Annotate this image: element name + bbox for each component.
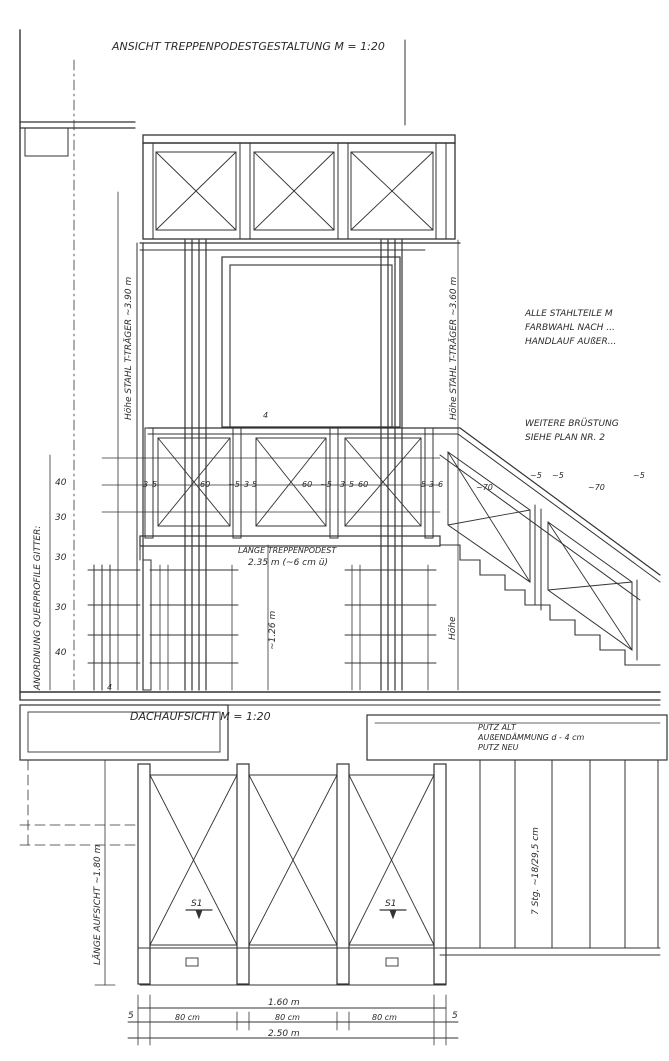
rail-dim-10: 5 [349,480,354,489]
spacing-value-4: 30 [55,603,67,613]
note-steel-2: FARBWAHL NACH ... [525,323,615,333]
staircase [434,427,661,666]
spacing-value-1: 40 [55,478,67,488]
stair-dim-3: ~70 [588,483,605,492]
bottom-dim-lines [127,994,459,1046]
label-length-top: LÄNGE AUFSICHT ~1.80 m [92,844,103,965]
t-beam-right [380,239,403,691]
plan-bay-3 [348,774,435,946]
landing-panel-3 [344,437,422,527]
dim-bay-1: 80 cm [175,1013,200,1022]
rail-dim-11: 60 [358,480,368,489]
landing-length-value: 2.35 m (~6 cm ü) [248,558,328,568]
dim-bay-2: 80 cm [275,1013,300,1022]
rail-dim-1: 3 [143,480,148,489]
rail-dim-9: 3 [340,480,345,489]
upper-panel-2 [253,151,335,231]
upper-panel-1 [155,151,237,231]
door-opening [221,256,401,428]
stair-dim-1: ~70 [476,483,493,492]
note-railing-2: SIEHE PLAN NR. 2 [525,433,605,443]
t-beam-left [184,239,207,691]
rail-dim-5: 3 [244,480,249,489]
section-mark-left [185,909,213,920]
upper-railing-frame [142,142,456,240]
spacing-value-3: 30 [55,553,67,563]
label-landing-height: ~1.26 m [268,611,278,650]
section-mark-right [379,909,407,920]
small-mark-1: 4 [263,411,268,420]
label-hoehe: Höhe [448,616,458,640]
dim-total: 2.50 m [268,1029,300,1039]
rail-dim-6: 5 [252,480,257,489]
rail-dim-8: ~5 [320,480,332,489]
landing-length-label: LÄNGE TREPPENPODEST [238,545,337,555]
top-handrail [142,134,456,144]
rail-dim-4: ~5 [228,480,240,489]
stair-dim-5: ~5 [633,471,645,480]
rail-dim-13: 3 [429,480,434,489]
spacing-value-5: 40 [55,648,67,658]
note-steel-1: ALLE STAHLTEILE M [524,309,613,319]
plan-columns [137,763,447,985]
wall-layer-1: PUTZ ALT [478,723,517,732]
plan-bay-1 [149,774,238,946]
dim-bay-3: 80 cm [372,1013,397,1022]
label-left-beam: Höhe STAHL T-TRÄGER ~3.90 m [123,277,134,420]
note-railing-1: WEITERE BRÜSTUNG [525,418,619,429]
landing-panel-1 [157,437,231,527]
rail-dim-7: 60 [302,480,312,489]
wall-layer-3: PUTZ NEU [478,743,519,752]
small-mark-2: 4 [107,683,112,692]
label-steps: 7 Stg. ~18/29,5 cm [531,827,541,915]
elevation-title: ANSICHT TREPPENPODESTGESTALTUNG M = 1:20 [111,40,385,53]
roof-view-title: DACHAUFSICHT M = 1:20 [130,710,271,723]
section-label-2: S1 [385,899,396,909]
rail-dim-3: 60 [200,480,210,489]
dim-edge-left: 5 [128,1011,134,1021]
dim-inner: 1.60 m [268,998,300,1008]
spacing-value-2: 30 [55,513,67,523]
plan-bay-2 [248,774,338,946]
rail-dim-14: 6 [438,480,443,489]
plan-stair-treads [479,759,659,949]
label-right-beam: Höhe STAHL T-TRÄGER ~3.60 m [448,277,459,420]
landing-slab [139,535,441,547]
stair-dim-2: ~5 [530,471,542,480]
dim-edge-right: 5 [452,1011,458,1021]
note-steel-3: HANDLAUF AUßER... [525,337,616,347]
rail-dim-2: 5 [152,480,157,489]
landing-panel-2 [255,437,327,527]
label-profile-arrangement: ANORDNUNG QUERPROFILE GITTER: [33,526,43,691]
upper-panel-3 [350,151,434,231]
stair-dim-4: ~5 [552,471,564,480]
section-label-1: S1 [191,899,202,909]
roof-edge-left [19,704,229,761]
grating-right [344,564,437,691]
grating-left [87,564,239,691]
rail-dim-12: 5 [421,480,426,489]
wall-layer-2: AUßENDÄMMUNG d - 4 cm [477,732,585,742]
